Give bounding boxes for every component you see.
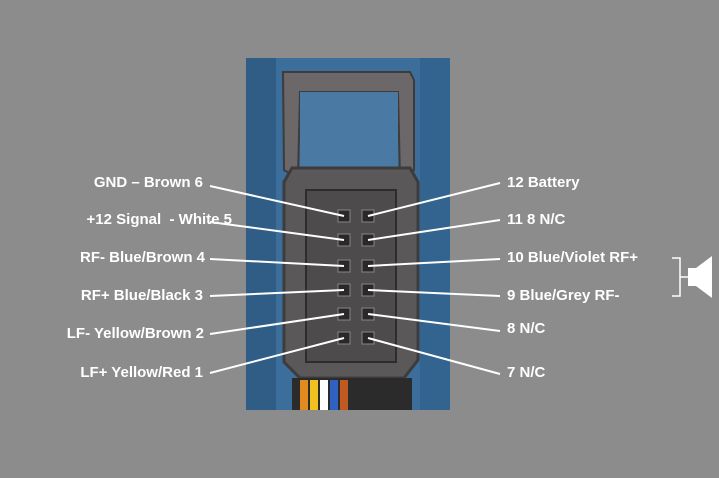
leader-line-left-5	[209, 221, 345, 241]
left-label-rf-plus: RF+ Blue/Black 3	[80, 287, 203, 304]
speaker-bracket	[672, 257, 681, 297]
right-label-rf-plus-right: 10 Blue/Violet RF+	[507, 249, 639, 266]
leader-line-left-3	[209, 289, 345, 297]
speaker-cone	[696, 256, 712, 298]
speaker-magnet	[688, 268, 696, 286]
leader-line-right-7	[367, 337, 501, 375]
wire-white	[320, 380, 328, 410]
leader-line-right-8	[367, 313, 501, 332]
wire-orange	[300, 380, 308, 410]
left-label-rf-minus: RF- Blue/Brown 4	[79, 249, 205, 266]
leader-line-left-6	[209, 185, 345, 217]
connector-photo	[246, 58, 450, 410]
right-label-11: 11 8 N/C	[507, 211, 566, 228]
right-label-8: 8 N/C	[507, 320, 546, 337]
left-label-signal: +12 Signal - White 5	[86, 211, 232, 228]
leader-line-right-9	[367, 289, 501, 297]
leader-line-left-1	[209, 337, 345, 374]
photo-panel-shadow-right	[420, 58, 450, 410]
connector-face	[305, 189, 397, 363]
leader-line-right-12	[367, 182, 501, 217]
leader-line-left-2	[209, 313, 345, 335]
speaker-icon	[672, 256, 712, 298]
right-label-7: 7 N/C	[507, 364, 546, 381]
left-label-lf-minus: LF- Yellow/Brown 2	[66, 325, 204, 342]
wire-bundle	[292, 378, 412, 410]
right-label-battery: 12 Battery	[507, 174, 580, 191]
leader-line-right-11	[367, 219, 501, 241]
left-label-lf-plus: LF+ Yellow/Red 1	[80, 364, 203, 381]
wire-yellow	[310, 380, 318, 410]
wire-blue	[330, 380, 338, 410]
right-label-rf-minus-right: 9 Blue/Grey RF-	[507, 287, 620, 304]
left-label-gnd: GND – Brown 6	[93, 174, 203, 191]
leader-lines	[209, 182, 501, 375]
photo-panel-shadow	[246, 58, 276, 410]
latch-window	[300, 92, 398, 174]
wire-brown	[340, 380, 348, 410]
leader-line-right-10	[367, 258, 501, 267]
leader-line-left-4	[209, 258, 345, 267]
